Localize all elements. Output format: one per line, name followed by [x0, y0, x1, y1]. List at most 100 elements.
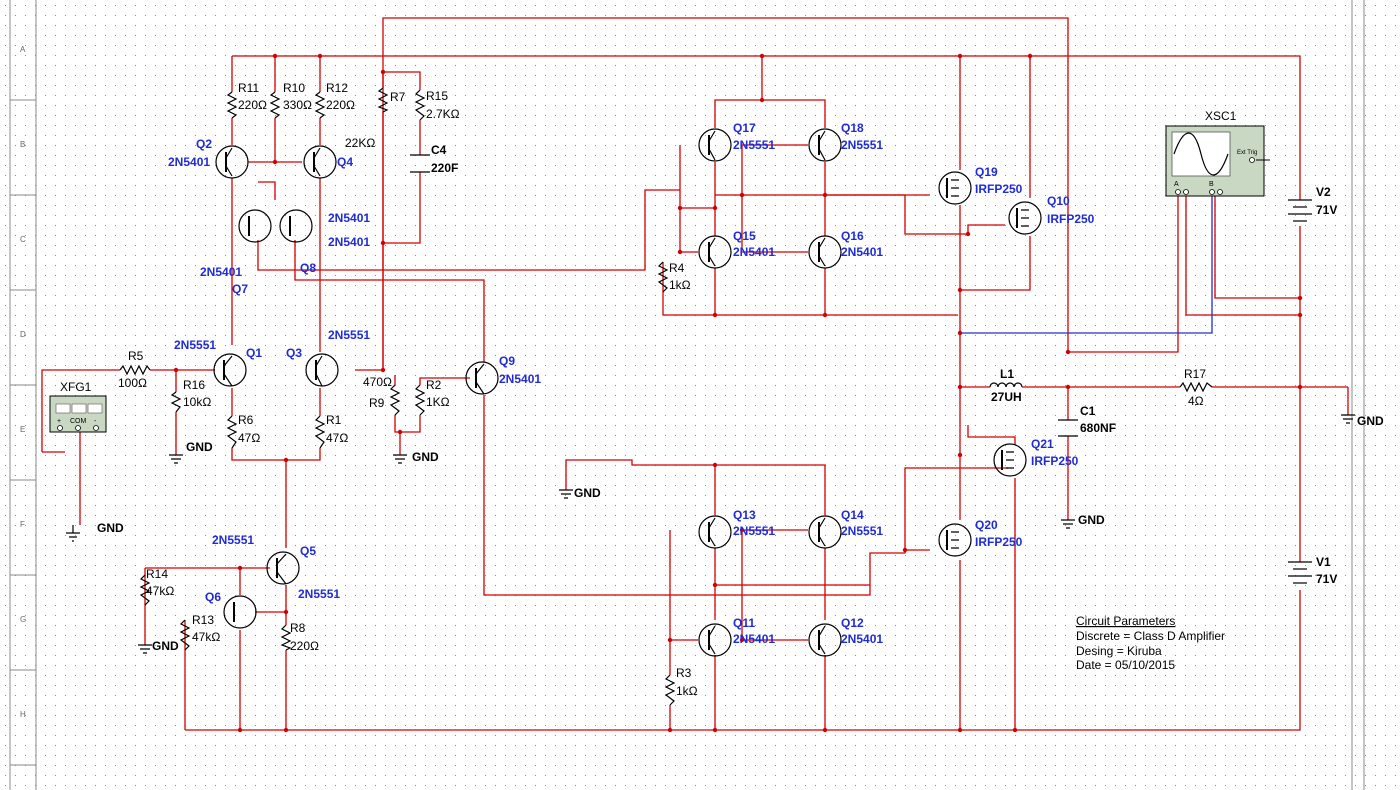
gnd-label-5: GND	[574, 486, 601, 500]
r6-value: 47Ω	[238, 431, 260, 445]
border-row-a: A	[20, 45, 26, 54]
q11-model: 2N5401	[733, 632, 775, 646]
gnd-label-1: GND	[186, 440, 213, 454]
r8-ref: R8	[290, 621, 306, 635]
r10-value: 330Ω	[283, 98, 312, 112]
border-row-e: E	[20, 425, 25, 434]
r11-value: 220Ω	[238, 98, 267, 112]
r1-ref: R1	[326, 413, 342, 427]
q13-model: 2N5551	[733, 524, 775, 538]
sheet-border: A B C D E F G H	[9, 0, 1365, 790]
border-row-d: D	[20, 330, 26, 339]
dc-supply-symbols	[1288, 199, 1312, 584]
l1-ref: L1	[1000, 367, 1014, 381]
q18-model: 2N5551	[841, 138, 883, 152]
circuit-notes: Circuit Parameters Discrete = Class D Am…	[1076, 614, 1225, 672]
q5-model: 2N5551	[212, 533, 254, 547]
q7-model: 2N5401	[200, 265, 242, 279]
ground-symbols	[66, 414, 1355, 654]
notes-line-1: Discrete = Class D Amplifier	[1076, 629, 1225, 643]
q13-ref: Q13	[733, 508, 756, 522]
oscilloscope[interactable]: XSC1 Ext Trig A B	[1165, 109, 1270, 197]
inductor-symbol	[989, 382, 1023, 388]
r16-value: 10kΩ	[183, 395, 211, 409]
oscilloscope-label: XSC1	[1205, 109, 1237, 123]
q2-model: 2N5401	[168, 155, 210, 169]
q15-model: 2N5401	[733, 245, 775, 259]
q17-ref: Q17	[733, 121, 756, 135]
scope-waveform	[1173, 132, 1229, 176]
q19-model: IRFP250	[975, 182, 1023, 196]
transistor-symbols	[213, 128, 1042, 657]
r15-value: 2.7KΩ	[426, 107, 460, 121]
r7-value: 22KΩ	[345, 136, 375, 150]
gnd-label-3: GND	[412, 450, 439, 464]
q1-model: 2N5551	[174, 338, 216, 352]
r4-value: 1kΩ	[669, 278, 691, 292]
q16-model: 2N5401	[841, 245, 883, 259]
q5b-model: 2N5551	[298, 587, 340, 601]
fg-terminal-com: COM	[70, 418, 87, 425]
fg-terminal-minus: -	[94, 418, 97, 425]
r15-ref: R15	[426, 89, 448, 103]
r2-ref: R2	[426, 378, 442, 392]
v1-ref: V1	[1316, 555, 1331, 569]
passive-labels: C4 220F C1 680NF L1 27UH V2 71V V1 71V	[431, 143, 1337, 586]
q12-ref: Q12	[841, 616, 864, 630]
q9-ref: Q9	[499, 354, 515, 368]
q11-ref: Q11	[733, 616, 755, 630]
q9-model: 2N5401	[499, 372, 541, 386]
scope-channel-b: B	[1209, 181, 1214, 188]
r8-value: 220Ω	[290, 639, 319, 653]
r10-ref: R10	[283, 81, 305, 95]
l1-value: 27UH	[991, 390, 1022, 404]
gnd-label-7: GND	[1357, 414, 1384, 428]
notes-title: Circuit Parameters	[1076, 614, 1175, 628]
border-row-h: H	[20, 710, 26, 719]
gnd-labels: GND GND GND GND GND GND GND	[97, 414, 1384, 653]
c4-ref: C4	[431, 143, 447, 157]
q10-ref: Q10	[1047, 194, 1070, 208]
capacitor-symbols	[410, 154, 1078, 437]
r1-value: 47Ω	[326, 431, 348, 445]
resistor-labels: R11 220Ω R10 330Ω R12 220Ω R7 22KΩ R15 2…	[118, 81, 1206, 698]
border-row-b: B	[20, 140, 25, 149]
q3-model: 2N5551	[328, 328, 370, 342]
q21-ref: Q21	[1031, 437, 1054, 451]
c4-value: 220F	[431, 161, 458, 175]
q1-ref: Q1	[246, 346, 262, 360]
r5-value: 100Ω	[118, 376, 147, 390]
r3-ref: R3	[676, 666, 692, 680]
r14-ref: R14	[146, 567, 168, 581]
r14-value: 47kΩ	[146, 584, 174, 598]
q17-model: 2N5551	[733, 138, 775, 152]
r9-ref: R9	[369, 396, 385, 410]
r5-ref: R5	[128, 349, 144, 363]
r12-ref: R12	[326, 81, 348, 95]
q8-model: 2N5401	[328, 235, 370, 249]
function-generator-label: XFG1	[60, 380, 92, 394]
function-generator[interactable]: XFG1 + COM -	[49, 380, 107, 433]
r3-value: 1kΩ	[676, 684, 698, 698]
q3-ref: Q3	[286, 346, 302, 360]
q14-ref: Q14	[841, 508, 864, 522]
q18-ref: Q18	[841, 121, 864, 135]
r2-value: 1KΩ	[426, 395, 450, 409]
q20-model: IRFP250	[975, 535, 1023, 549]
transistor-labels: Q2 2N5401 Q4 2N5401 Q7 2N5401 Q8 2N5401 …	[168, 121, 1095, 646]
r4-ref: R4	[669, 261, 685, 275]
q2-ref: Q2	[196, 137, 212, 151]
wire-junctions	[173, 53, 1303, 733]
r16-ref: R16	[183, 378, 205, 392]
q21-model: IRFP250	[1031, 454, 1079, 468]
r7-ref: R7	[390, 90, 406, 104]
border-row-f: F	[20, 520, 25, 529]
r12-value: 220Ω	[326, 98, 355, 112]
q8-ref: Q8	[300, 261, 316, 275]
v1-value: 71V	[1316, 572, 1337, 586]
notes-line-2: Desing = Kiruba	[1076, 644, 1162, 658]
border-row-c: C	[20, 235, 26, 244]
r6-ref: R6	[238, 413, 254, 427]
v2-ref: V2	[1316, 185, 1331, 199]
